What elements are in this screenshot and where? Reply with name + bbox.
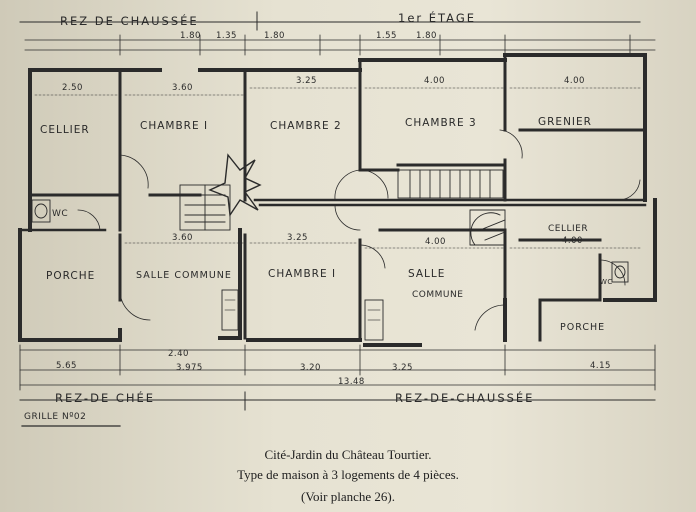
room-cellier-right: CELLIER: [548, 224, 589, 234]
dim-chambre1b: 3.25: [287, 233, 308, 243]
caption-reference: (Voir planche 26).: [301, 489, 395, 504]
staircase-center: [397, 169, 504, 199]
dim-top-4: 1.55: [376, 31, 397, 41]
dim-bottom-3: 3.975: [176, 363, 203, 373]
cross-chimney: [208, 153, 262, 217]
dim-salle-left: 3.60: [172, 233, 193, 243]
sink-right: [364, 299, 384, 341]
room-chambre-2: CHAMBRE 2: [270, 120, 342, 132]
room-chambre-1b: CHAMBRE I: [268, 268, 337, 280]
heading-first-floor: 1er ÉTAGE: [398, 11, 477, 25]
dim-chambre2: 3.25: [296, 76, 317, 86]
dim-cellier: 2.50: [62, 83, 83, 93]
level-divider: [18, 198, 647, 232]
dim-total: 13.48: [338, 377, 365, 387]
dim-bottom-4: 3.20: [300, 363, 321, 373]
dim-grenier: 4.00: [564, 76, 585, 86]
exterior-walls: [18, 53, 657, 347]
room-porche-left: PORCHE: [46, 270, 96, 282]
plate-stamp: GRILLE Nº02: [24, 412, 87, 422]
room-grenier: GRENIER: [538, 116, 592, 128]
dim-top-3: 1.80: [264, 31, 285, 41]
caption-subtitle: Type de maison à 3 logements de 4 pièces…: [237, 467, 459, 482]
room-cellier-left: CELLIER: [40, 124, 90, 136]
dim-chambre3: 4.00: [424, 76, 445, 86]
dim-bottom-1: 5.65: [56, 361, 77, 371]
room-dimension-lines: [34, 87, 641, 249]
room-salle-right: SALLE: [408, 268, 446, 280]
heading-ground-floor-top: REZ DE CHAUSSÉE: [60, 14, 199, 28]
dim-bottom-2: 2.40: [168, 349, 189, 359]
room-wc-right: WC: [600, 278, 613, 286]
sink-left: [221, 289, 239, 331]
room-chambre-1: CHAMBRE I: [140, 120, 209, 132]
room-wc-left: WC: [52, 209, 69, 219]
dim-cellier-right: 4.00: [562, 236, 583, 246]
bottom-dimension-lines: [19, 344, 656, 391]
interior-walls-upper: [28, 56, 647, 232]
heading-ground-floor-right: REZ-DE-CHAUSSÉE: [395, 391, 535, 405]
dim-salle-right: 4.00: [425, 237, 446, 247]
dim-top-2: 1.35: [216, 31, 237, 41]
room-salle-commune-left: SALLE COMMUNE: [136, 270, 232, 281]
caption-title: Cité-Jardin du Château Tourtier.: [264, 447, 432, 462]
dim-bottom-5: 3.25: [392, 363, 413, 373]
wc-fixture-left: [31, 199, 51, 223]
wc-fixture-right: [611, 261, 629, 283]
interior-walls-lower: [118, 228, 602, 342]
room-chambre-3: CHAMBRE 3: [405, 117, 477, 129]
dim-top-5: 1.80: [416, 31, 437, 41]
heading-ground-floor-left: REZ-DE CHÉE: [55, 391, 156, 405]
dim-bottom-6: 4.15: [590, 361, 611, 371]
dim-chambre1: 3.60: [172, 83, 193, 93]
dim-top-1: 1.80: [180, 31, 201, 41]
staircase-left: [179, 184, 231, 231]
door-swings: [77, 129, 641, 331]
room-commune-right: COMMUNE: [412, 290, 464, 300]
staircase-right: [469, 209, 506, 246]
room-porche-right: PORCHE: [560, 322, 606, 333]
